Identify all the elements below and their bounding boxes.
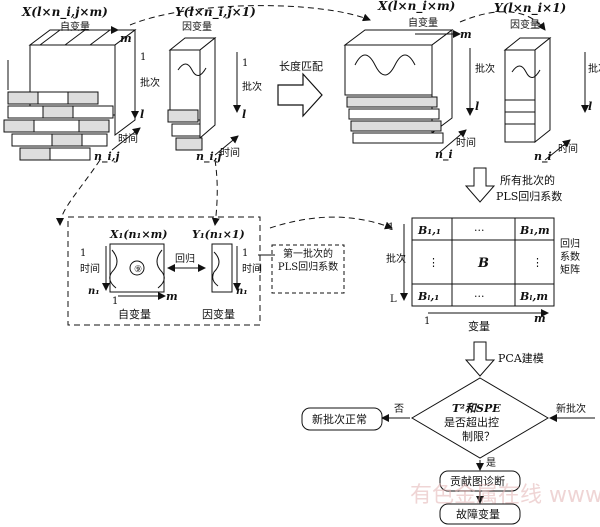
- circled-nine-icon: [129, 260, 145, 276]
- dash-conn-y: [459, 11, 546, 31]
- x-r-l: l: [475, 100, 479, 113]
- batch-l: l: [140, 108, 144, 121]
- batch-label: 批次: [140, 76, 160, 89]
- y-slab-unaligned: [167, 36, 217, 151]
- right-dots: ⋮: [532, 256, 543, 269]
- indep-label: 自变量: [118, 307, 151, 321]
- regress-label: 回归: [175, 252, 195, 265]
- y-time-arrow: [214, 135, 239, 156]
- normal-box: [301, 407, 383, 431]
- matrix-L: L: [390, 294, 397, 305]
- yes-label: 是: [486, 457, 496, 469]
- dash-conn-x: [129, 5, 371, 26]
- y1-label: Y₁(n₁×1): [192, 228, 245, 241]
- x-label-r: X(l×n_i×m): [377, 0, 455, 14]
- x1-m: m: [166, 290, 178, 303]
- y-r-l: l: [588, 100, 592, 113]
- matrix-var-one: 1: [424, 316, 430, 327]
- cond-line1: T²和SPE: [452, 402, 501, 415]
- x-cube-aligned: [343, 29, 454, 144]
- top-dots: ···: [474, 224, 485, 237]
- time-label: 时间: [118, 132, 138, 145]
- fault-label: 故障变量: [456, 507, 500, 521]
- pls-all-2: PLS回归系数: [496, 189, 562, 203]
- dash-conn-x1: [56, 159, 101, 226]
- b1m: B₁,m: [519, 224, 550, 237]
- y-batch-label: 批次: [242, 80, 262, 93]
- x-sub-r: 自变量: [408, 16, 438, 29]
- y-sub: 因变量: [182, 20, 212, 33]
- x-r-ni: n_i: [435, 148, 453, 162]
- y-label-r: Y(l×n_i×1): [494, 1, 566, 16]
- x-sub: 自变量: [60, 20, 90, 33]
- x-m: m: [120, 32, 132, 45]
- matrix-one: 1: [388, 222, 394, 233]
- y-r-batch: 批次: [588, 62, 600, 75]
- time-axis-arrow: [111, 127, 141, 151]
- y-aligned-time-arrow: [544, 139, 571, 161]
- bl1: Bₗ,₁: [417, 290, 439, 303]
- matrix-var-m: m: [534, 312, 546, 325]
- coef-matrix: [411, 217, 555, 307]
- x-r-batch: 批次: [475, 62, 495, 75]
- y-r-ni: n_i: [534, 150, 552, 164]
- new-batch-label: 新批次: [556, 402, 586, 415]
- circled-nine: ⑨: [134, 265, 142, 275]
- x-r-time: 时间: [456, 136, 476, 149]
- b11: B₁,₁: [417, 224, 441, 237]
- y1-n1: n₁: [236, 286, 248, 297]
- y1-time: 时间: [242, 262, 262, 275]
- bottom-dots: ···: [474, 290, 485, 303]
- batch-one: 1: [140, 52, 146, 63]
- x-cube-unaligned: [3, 29, 137, 161]
- coef-matrix-label: 回归系数矩阵: [560, 239, 580, 276]
- y-label: Y(l×n_i,j×1): [175, 5, 256, 20]
- x1-label: X₁(n₁×m): [109, 228, 167, 241]
- pca-label: PCA建模: [498, 351, 544, 365]
- x1-n1: n₁: [88, 286, 100, 297]
- x1-time: 时间: [80, 262, 100, 275]
- x-aligned-time-arrow: [439, 129, 467, 153]
- x-label: X(l×n_i,j×m): [21, 5, 108, 20]
- y-sub-r: 因变量: [510, 18, 540, 31]
- align-arrow-icon: [277, 72, 323, 118]
- y-time-label: 时间: [220, 146, 240, 159]
- first-batch-coef-label: 第一批次的PLS回归系数: [278, 249, 338, 273]
- pca-down-arrow-icon: [464, 341, 496, 377]
- dash-conn-coef: [269, 216, 393, 230]
- no-label: 否: [394, 403, 404, 415]
- cond-line3: 制限？: [462, 430, 495, 443]
- watermark: 有色金属在线 www.cnnmol.com: [410, 483, 600, 508]
- n-ij: n_i,j: [94, 150, 120, 164]
- align-label: 长度匹配: [279, 59, 323, 73]
- y-batch-one: 1: [242, 58, 248, 69]
- cond-line2: 是否超出控: [444, 415, 499, 429]
- pls-all-1: 所有批次的: [500, 173, 555, 187]
- x1-m-one: 1: [112, 296, 118, 307]
- fault-box: [439, 503, 521, 525]
- y-batch-l: l: [242, 108, 246, 121]
- blm: Bₗ,m: [519, 290, 548, 303]
- y-n-ij: n_i,j: [196, 150, 222, 164]
- pls-down-arrow-icon: [464, 167, 496, 203]
- first-batch-box: [67, 216, 261, 326]
- y1-one: 1: [242, 248, 248, 259]
- y-slab-aligned: [503, 36, 552, 144]
- x-r-m: m: [460, 28, 472, 41]
- matrix-var: 变量: [468, 319, 490, 333]
- left-dots: ⋮: [428, 256, 439, 269]
- dash-conn-y1: [211, 159, 220, 226]
- contrib-label: 贡献图诊断: [450, 474, 505, 488]
- first-batch-coef-box: [271, 244, 345, 294]
- y1-matrix: [211, 243, 233, 293]
- decision-diamond: [411, 377, 549, 459]
- b-center: B: [477, 256, 489, 271]
- normal-label: 新批次正常: [312, 412, 367, 426]
- matrix-batch: 批次: [386, 252, 406, 265]
- dep-label: 因变量: [202, 307, 235, 321]
- y-r-time: 时间: [558, 142, 578, 155]
- x1-one: 1: [80, 248, 86, 259]
